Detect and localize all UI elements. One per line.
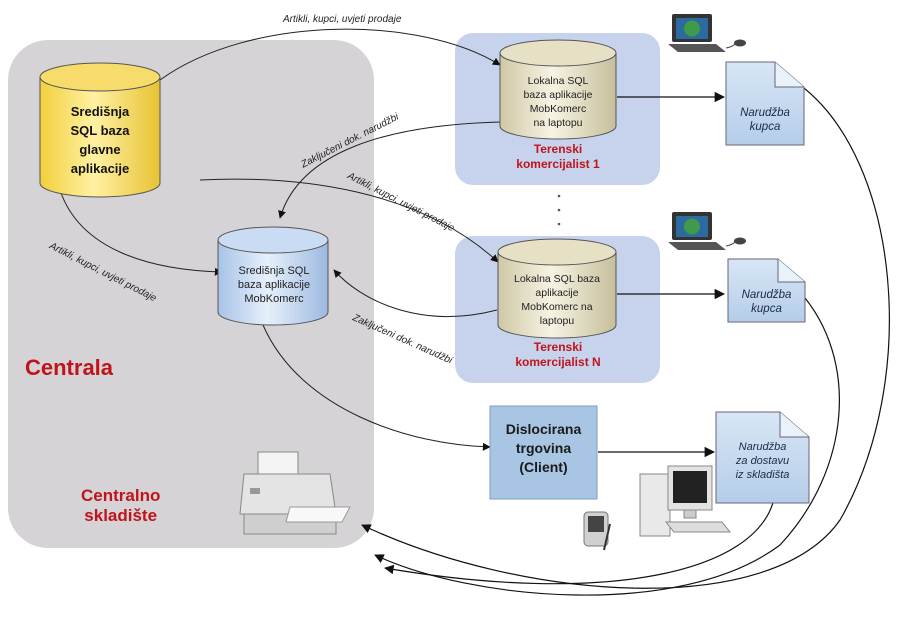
remote-store-label: Dislocirana trgovina (Client) <box>505 421 582 475</box>
order-doc-1 <box>725 61 805 146</box>
desktop-computer-icon <box>639 465 732 537</box>
return-arrow-order1 <box>361 84 890 589</box>
central-main-db-cylinder <box>39 62 161 198</box>
pda-icon <box>583 511 611 551</box>
arrow-mob-to-store <box>262 324 491 451</box>
arrow-localn-to-mob <box>333 269 498 317</box>
laptop-icon <box>668 14 746 52</box>
field-agent-n-title: Terenski komercijalist N <box>515 340 601 369</box>
order-doc-store-label: Narudžba za dostavu iz skladišta <box>735 441 790 481</box>
arrow-label-top: Artikli, kupci, uvjeti prodaje <box>283 14 402 25</box>
central-mob-db-cylinder <box>217 226 329 326</box>
return-arrow-store <box>384 494 776 585</box>
arrow-main-to-localn <box>199 178 499 263</box>
central-main-db-label: Središnja SQL baza glavne aplikacije <box>70 104 130 176</box>
ellipsis-dots <box>557 194 561 226</box>
order-doc-n <box>727 258 806 323</box>
return-arrows <box>361 84 890 596</box>
order-doc-1-label: Narudžba kupca <box>740 107 790 133</box>
local-db-n-label: Lokalna SQL baza aplikacije MobKomerc na… <box>513 273 600 327</box>
arrow-local1-to-mob <box>278 121 501 219</box>
printer-icon <box>239 451 351 535</box>
centrala-title: Centrala <box>25 355 114 380</box>
central-mob-db-label: Središnja SQL baza aplikacije MobKomerc <box>237 265 311 305</box>
order-doc-store <box>715 411 810 504</box>
local-db-n-cylinder <box>497 238 617 339</box>
order-doc-n-label: Narudžba kupca <box>741 289 792 315</box>
return-arrow-ordern <box>374 291 840 596</box>
laptop-icon <box>668 212 746 250</box>
local-db-1-cylinder <box>499 39 617 140</box>
connections <box>59 28 501 451</box>
arrow-main-to-mob <box>59 189 223 276</box>
remote-store-box <box>489 405 598 500</box>
field-agent-1-title: Terenski komercijalist 1 <box>516 142 600 171</box>
warehouse-label: Centralno skladište <box>81 486 161 525</box>
arrow-main-to-local1 <box>159 28 501 81</box>
order-arrows <box>598 91 726 458</box>
local-db-1-label: Lokalna SQL baza aplikacije MobKomerc na… <box>523 75 593 129</box>
